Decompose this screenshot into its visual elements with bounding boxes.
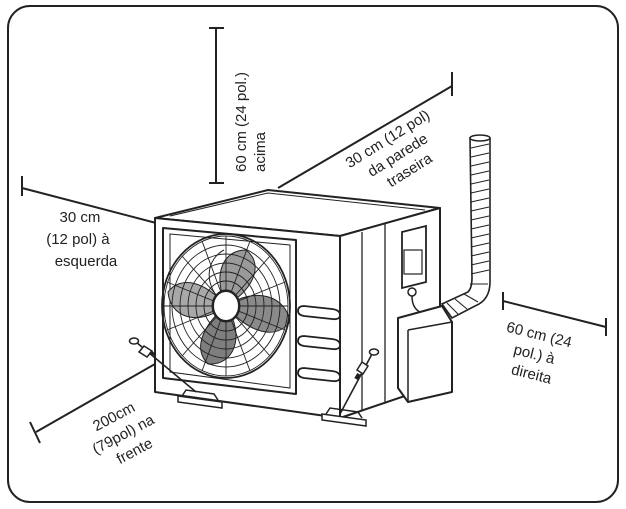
label-left-line3: esquerda xyxy=(55,253,118,270)
front-vents xyxy=(297,305,341,383)
dimension-line-left xyxy=(21,176,161,225)
fan-grille-ring xyxy=(161,233,291,379)
label-right: 60 cm (24 pol.) à direita xyxy=(495,319,578,391)
diagram-frame xyxy=(7,5,619,503)
side-details xyxy=(361,224,386,410)
unit-foot-left xyxy=(177,395,223,409)
label-above-line2: acima xyxy=(252,131,269,172)
label-left-line1: 30 cm xyxy=(59,209,100,226)
fan-hub xyxy=(212,290,240,322)
label-above: 60 cm (24 pol.) acima xyxy=(233,68,269,172)
anchor-bolt-right xyxy=(339,348,380,415)
label-front: 200cm (79pol) na frente xyxy=(80,392,170,476)
dimension-line-above xyxy=(209,27,224,184)
anchor-bolt-left xyxy=(128,337,197,393)
label-rear: 30 cm (12 pol) da parede traseira xyxy=(343,104,457,204)
terminal-cover xyxy=(397,305,453,403)
label-above-line1: 60 cm (24 pol.) xyxy=(233,72,250,172)
label-left: 30 cm (12 pol) à esquerda xyxy=(46,209,118,270)
outdoor-unit xyxy=(154,189,453,427)
dimension-line-rear xyxy=(277,72,453,189)
label-left-line2: (12 pol) à xyxy=(46,231,110,248)
unit-foot-right xyxy=(321,413,367,427)
pipe-conduit xyxy=(440,134,491,320)
dimension-line-right xyxy=(502,292,607,336)
